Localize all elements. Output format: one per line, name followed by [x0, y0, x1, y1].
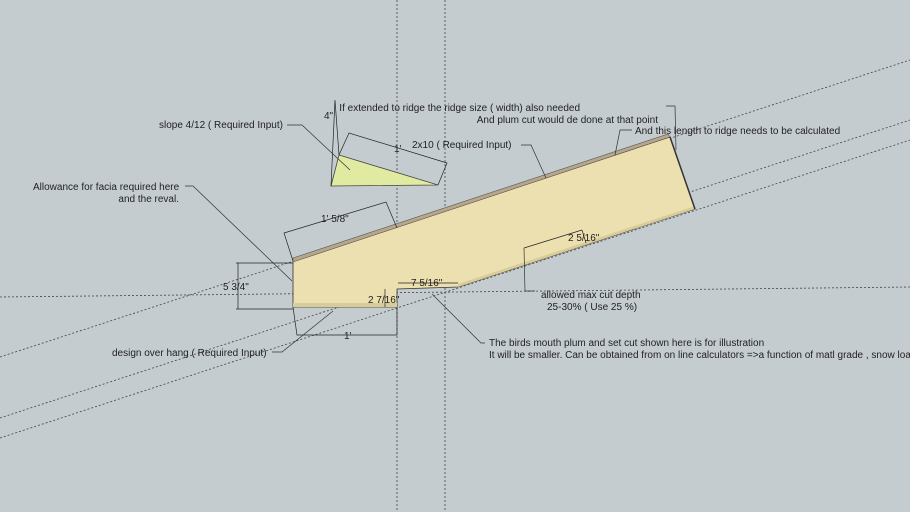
- ridge-annotation-line2: And plum cut would de done at that point: [477, 115, 658, 126]
- facia-width-dimension: 1' 5/8": [321, 214, 349, 225]
- cut-depth-annotation-line2: 25-30% ( Use 25 %): [547, 302, 637, 313]
- run-dimension: 1': [394, 144, 402, 155]
- seat-cut-dimension: 7 5/16": [411, 278, 443, 289]
- birdsmouth-annotation-line2: It will be smaller. Can be obtained from…: [489, 350, 910, 361]
- facia-annotation-line1: Allowance for facia required here: [33, 182, 180, 193]
- slope-triangle: [330, 99, 448, 187]
- overhang-dimension: 1': [344, 331, 352, 342]
- overhang-annotation: design over hang ( Required Input): [112, 348, 267, 359]
- ridge-annotation-line1: If extended to ridge the ridge size ( wi…: [339, 103, 580, 114]
- dimension-lines: [236, 201, 587, 336]
- length-to-ridge-annotation: And this length to ridge needs to be cal…: [635, 126, 840, 137]
- heel-cut-dimension: 2 7/16": [368, 295, 400, 306]
- facia-annotation-line2: and the reval.: [118, 194, 179, 205]
- rafter[interactable]: [292, 133, 696, 308]
- rise-dimension: 4": [324, 111, 334, 122]
- lumber-annotation: 2x10 ( Required Input): [412, 140, 512, 151]
- cut-depth-annotation-line1: allowed max cut depth: [541, 290, 641, 301]
- leader-lines: [185, 105, 677, 353]
- slope-annotation: slope 4/12 ( Required Input): [159, 120, 283, 131]
- birdsmouth-annotation-line1: The birds mouth plum and set cut shown h…: [489, 338, 764, 349]
- plumb-height-dimension: 5 3/4": [223, 282, 249, 293]
- cut-depth-dimension: 2 5/16": [568, 233, 600, 244]
